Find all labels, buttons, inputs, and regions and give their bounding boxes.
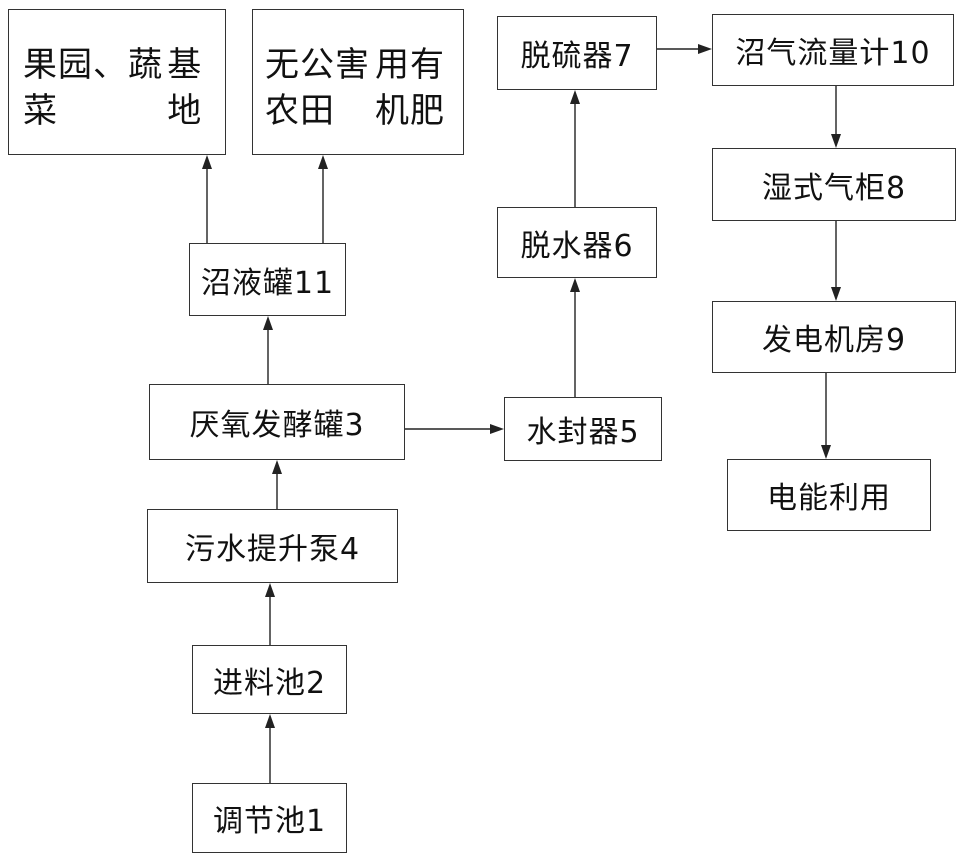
arrowhead-regul-to-feed — [265, 714, 275, 728]
slurry-tank-label: 沼液罐11 — [201, 258, 334, 302]
feed-tank-label: 进料池2 — [213, 658, 326, 702]
arrowhead-flowmeter-to-gascab — [831, 134, 841, 148]
flowmeter-label: 沼气流量计10 — [735, 28, 930, 72]
generator-room-box: 发电机房9 — [712, 301, 956, 373]
regulating-tank-box: 调节池1 — [192, 783, 347, 853]
dehydrator-label: 脱水器6 — [520, 221, 633, 265]
arrowhead-biotank-to-organic — [318, 155, 328, 169]
arrowhead-feed-to-pump — [265, 583, 275, 597]
anaerobic-label: 厌氧发酵罐3 — [189, 400, 364, 444]
orchard-label-line1: 果园、蔬菜 — [23, 42, 167, 134]
orchard-label-line2: 基地 — [167, 42, 225, 134]
power-utilization-box: 电能利用 — [727, 459, 931, 531]
organic-label-line1: 无公害农田 — [265, 42, 375, 134]
organic-label-line2: 用有机肥 — [375, 42, 463, 134]
arrowhead-anaerobic-to-biotank — [263, 316, 273, 330]
power-label: 电能利用 — [767, 473, 891, 517]
desulfurizer-label: 脱硫器7 — [520, 31, 633, 75]
water-seal-box: 水封器5 — [504, 397, 662, 461]
dehydrator-box: 脱水器6 — [497, 207, 657, 278]
anaerobic-fermenter-box: 厌氧发酵罐3 — [149, 384, 405, 460]
arrowhead-pump-to-anaerobic — [272, 460, 282, 474]
arrowhead-watersl-to-dehydr — [570, 278, 580, 292]
organic-fertilizer-box: 无公害农田 用有机肥 — [252, 9, 464, 155]
arrowhead-anaerobic-to-watersl — [490, 424, 504, 434]
generator-label: 发电机房9 — [762, 315, 906, 359]
biogas-flowmeter-box: 沼气流量计10 — [712, 14, 954, 86]
sewage-lift-pump-box: 污水提升泵4 — [147, 509, 398, 583]
arrowhead-desulf-to-flowmeter — [698, 44, 712, 54]
gas-holder-label: 湿式气柜8 — [762, 163, 906, 207]
arrowhead-generator-to-power — [821, 445, 831, 459]
orchard-vegetable-base-box: 果园、蔬菜 基地 — [8, 9, 226, 155]
feed-tank-box: 进料池2 — [192, 645, 347, 714]
arrowhead-gascab-to-generator — [831, 287, 841, 301]
biogas-slurry-tank-box: 沼液罐11 — [189, 243, 346, 316]
regulating-tank-label: 调节池1 — [213, 796, 326, 840]
wet-gas-holder-box: 湿式气柜8 — [712, 148, 956, 221]
water-seal-label: 水封器5 — [526, 407, 639, 451]
arrowhead-biotank-to-orchard — [202, 155, 212, 169]
desulfurizer-box: 脱硫器7 — [497, 16, 657, 90]
arrowhead-dehydr-to-desulf — [570, 90, 580, 104]
pump-label: 污水提升泵4 — [185, 524, 360, 568]
